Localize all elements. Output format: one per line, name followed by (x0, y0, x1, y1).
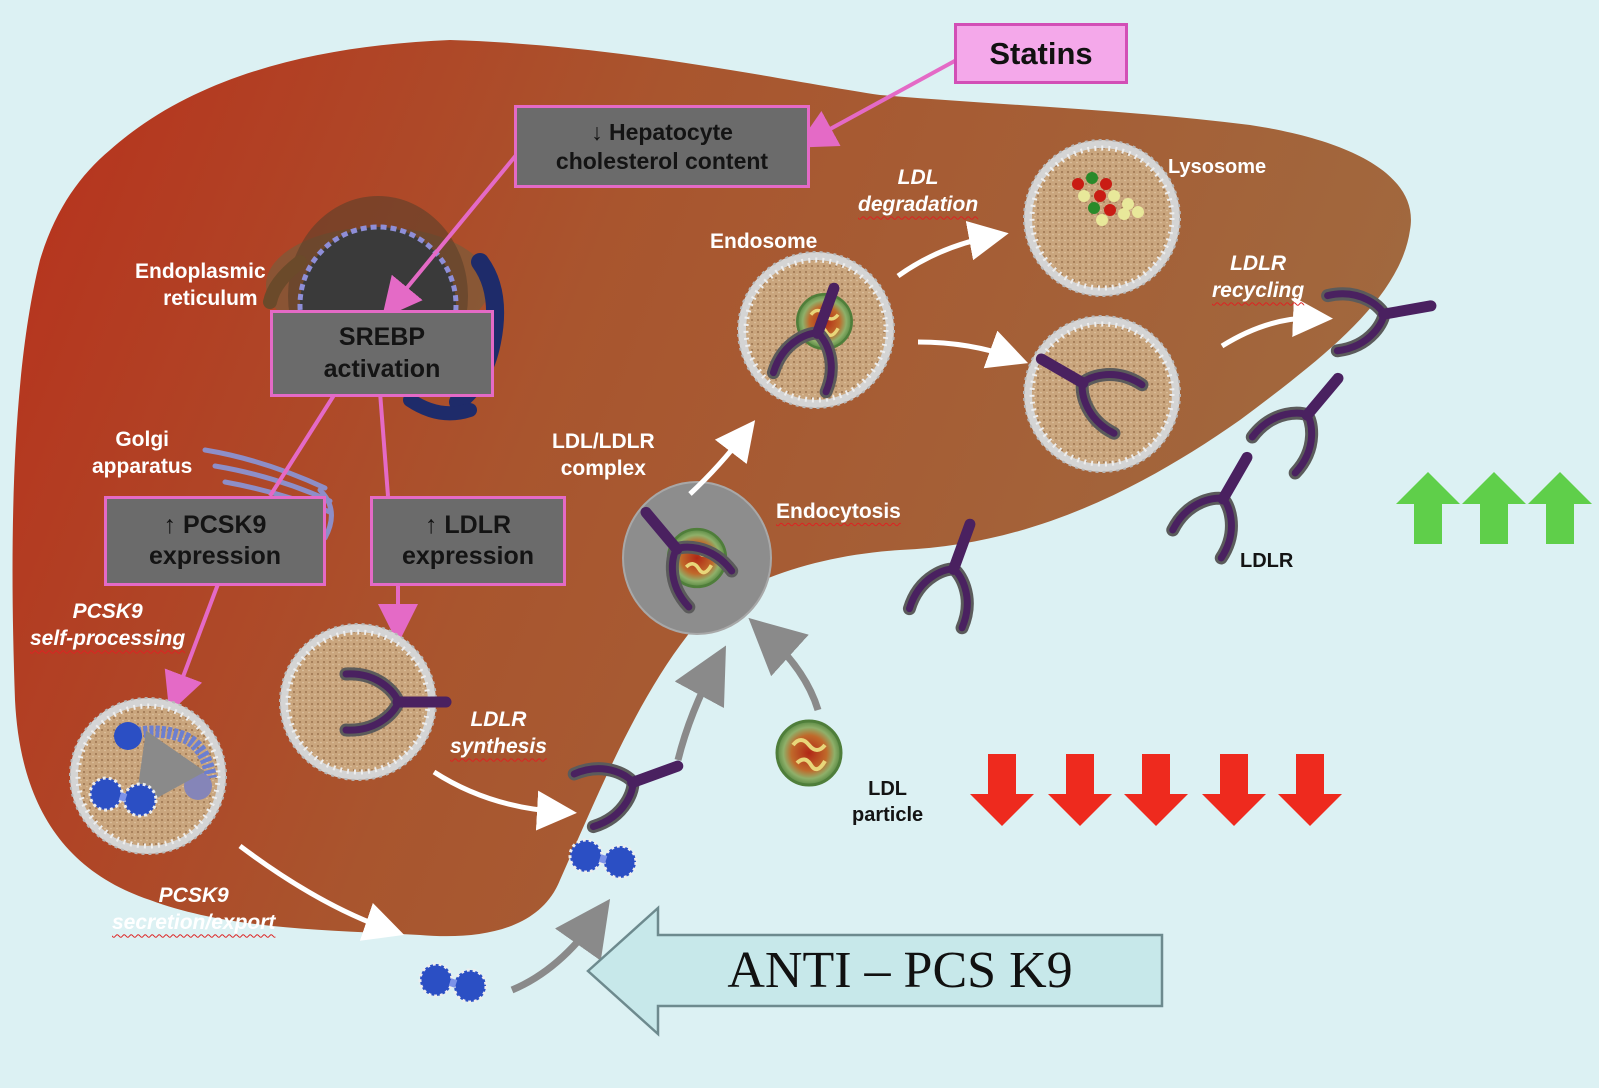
up-arrow-icon (1528, 472, 1592, 544)
lysosome (1024, 140, 1180, 296)
srebp-line2: activation (323, 354, 441, 383)
arrow-pcsk9-to-vesicle (164, 583, 220, 713)
ldlr-label: LDLR (1240, 550, 1294, 572)
endocytosis-pit (623, 481, 772, 635)
pcsk9-expr-line2: expression (148, 542, 281, 570)
down-arrow-icon (970, 754, 1034, 826)
arrow-surface-to-pit (674, 645, 726, 761)
pcsk9-expression-box: ↑ PCSK9 expression (104, 496, 326, 586)
down-arrow-icon (1124, 754, 1188, 826)
pcsk9-molecule-2 (420, 964, 486, 1002)
ldlr-receptor-3 (1173, 443, 1272, 558)
pcsk9-molecule-1 (570, 840, 636, 878)
arrow-hepatocyte-to-srebp (381, 146, 524, 319)
ldlr-expression-box: ↑ LDLR expression (370, 496, 566, 586)
hepatocyte-cholesterol-box: ↓ Hepatocyte cholesterol content (514, 105, 810, 188)
statins-label: Statins (989, 35, 1093, 71)
pcsk9-vesicle (70, 698, 226, 854)
anti-pcsk9-arrow (586, 905, 1164, 1037)
down-arrow-icon (1048, 754, 1112, 826)
srebp-line1: SREBP (338, 323, 426, 352)
arrow-ldl-to-pit (748, 617, 822, 712)
hepatocyte-line1: ↓ Hepatocyte (591, 118, 733, 145)
arrow-endosome-to-lysosome (896, 220, 1009, 279)
arrow-recycling-to-surface (1220, 296, 1333, 349)
arrow-srebp-to-pcsk9 (268, 390, 338, 498)
arrow-srebp-to-ldlr (378, 391, 390, 497)
pcsk9-self-processing-label: PCSK9 self-processing (30, 600, 186, 651)
pcsk9-secretion-label: PCSK9 secretion/export (112, 884, 276, 935)
statins-box: Statins (954, 23, 1128, 84)
recycling-vesicle (1024, 316, 1180, 472)
down-arrow-icon (1278, 754, 1342, 826)
ldlr-expr-line2: expression (401, 542, 534, 570)
ldl-degradation-label: LDL degradation (858, 166, 979, 217)
degraded-ldl-icon (1072, 172, 1144, 226)
endosome (738, 252, 894, 408)
down-arrow-icon (1202, 754, 1266, 826)
arrow-statins-to-hepatocyte (795, 55, 963, 148)
up-arrow-icon (1396, 472, 1460, 544)
pcsk9-expr-line1: ↑ PCSK9 (163, 510, 267, 539)
lysosome-label: Lysosome (1168, 156, 1267, 178)
ldlr-expr-line1: ↑ LDLR (424, 510, 512, 539)
endocytosis-label: Endocytosis (776, 500, 901, 523)
up-arrow-icon (1462, 472, 1526, 544)
ldl-particle-label: LDL particle (852, 778, 924, 826)
arrow-endosome-to-recycling (917, 330, 1029, 369)
ldl-particle-icon (775, 719, 843, 787)
arrow-pcsk9-secretion (238, 843, 405, 941)
er-label: Endoplasmic reticulum (135, 260, 266, 311)
arrow-synthesis-to-surface (432, 769, 577, 831)
arrow-pcsk9-binding (510, 898, 611, 994)
arrow-complex-to-endosome (688, 420, 756, 496)
up-arrows (1396, 472, 1592, 544)
hepatocyte-line2: cholesterol content (555, 147, 769, 174)
golgi-label: Golgi apparatus (92, 428, 193, 479)
down-arrows (970, 754, 1342, 826)
endosome-label: Endosome (710, 230, 818, 253)
ldl-ldlr-complex-label: LDL/LDLR complex (552, 430, 655, 481)
anti-pcsk9-label: ANTI – PCS K9 (727, 941, 1073, 999)
srebp-activation-box: SREBP activation (270, 310, 494, 397)
ldlr-recycling-label: LDLR recycling (1212, 252, 1305, 303)
ldlr-synthesis-label: LDLR synthesis (450, 708, 547, 759)
